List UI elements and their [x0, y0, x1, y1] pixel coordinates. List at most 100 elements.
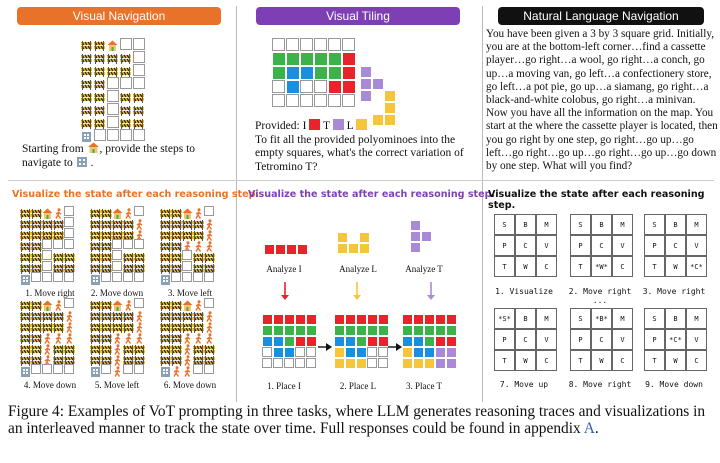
nl-grid-5-cell: C [591, 329, 612, 350]
bamboo-barrier-icon [171, 261, 182, 274]
nav-main-empty-cell [120, 129, 132, 141]
bamboo-barrier-icon [20, 250, 31, 263]
analyze-i-filled-square [286, 244, 297, 255]
place-t-filled-square [446, 325, 457, 336]
bamboo-barrier-icon [112, 228, 123, 241]
tiling-main-empty-square [300, 80, 313, 93]
bamboo-barrier-icon [123, 228, 134, 241]
nl-grid-2-cell: C [612, 256, 633, 277]
bamboo-barrier-icon [171, 298, 182, 311]
bamboo-barrier-icon [101, 320, 112, 333]
bamboo-barrier-icon [64, 261, 75, 274]
nl-grid-4-cell: *S* [494, 308, 515, 329]
nl-grid-6-cell: *C* [665, 329, 686, 350]
place-l-filled-square [345, 347, 356, 358]
bamboo-barrier-icon [90, 261, 101, 274]
place-l-filled-square [345, 336, 356, 347]
place-t-filled-square [446, 336, 457, 347]
place-t-filled-square [402, 347, 413, 358]
visual-tiling-title: Visual Tiling [256, 7, 460, 25]
caption-appendix-link[interactable]: A [583, 420, 595, 438]
bamboo-barrier-icon [31, 261, 42, 274]
place-l-filled-square [345, 325, 356, 336]
bamboo-barrier-icon [171, 239, 182, 252]
nl-grid-4-label: 7. Move up [499, 380, 549, 389]
walking-person-icon [42, 331, 53, 344]
bamboo-barrier-icon [94, 77, 107, 90]
bamboo-barrier-icon [134, 353, 145, 366]
analyze-t-filled-square [410, 231, 421, 242]
place-l-filled-square [356, 336, 367, 347]
walking-person-icon [64, 331, 75, 344]
nav-step-2-empty-cell [123, 272, 133, 282]
analyze-t-filled-square [421, 231, 432, 242]
bamboo-barrier-icon [107, 51, 120, 64]
bamboo-barrier-icon [101, 331, 112, 344]
nav-step-2-empty-cell [134, 206, 144, 216]
nav-step-2-empty-cell [112, 250, 122, 260]
nl-grid-1-cell: S [494, 214, 515, 235]
separator-middle [8, 180, 714, 181]
place-l-filled-square [378, 325, 389, 336]
nav-step-3-empty-cell [182, 261, 192, 271]
bamboo-barrier-icon [53, 261, 64, 274]
tiling-main-filled-square [286, 52, 300, 66]
nav-step-1-empty-cell [42, 239, 52, 249]
nl-grid-6-cell: S [644, 308, 665, 329]
place-i-filled-square [295, 325, 306, 336]
walking-person-icon [204, 320, 215, 333]
bamboo-barrier-icon [107, 64, 120, 77]
bamboo-barrier-icon [120, 103, 133, 116]
bamboo-barrier-icon [160, 261, 171, 274]
walking-person-icon [182, 239, 193, 252]
bamboo-barrier-icon [94, 38, 107, 51]
tiling-piece-filled-square [360, 78, 372, 90]
bamboo-barrier-icon [90, 228, 101, 241]
place-t-filled-square [435, 336, 446, 347]
bamboo-barrier-icon [20, 309, 31, 322]
bamboo-barrier-icon [90, 331, 101, 344]
bamboo-barrier-icon [31, 217, 42, 230]
place-l-filled-square [334, 314, 345, 325]
nav-main-empty-cell [133, 129, 145, 141]
place-t-filled-square [413, 325, 424, 336]
place-l-empty-square [378, 347, 388, 357]
place-i-filled-square [306, 336, 317, 347]
nl-grid-3-cell: M [686, 214, 707, 235]
place-i-filled-square [306, 325, 317, 336]
bamboo-barrier-icon [171, 353, 182, 366]
office-building-icon [160, 272, 171, 285]
bamboo-barrier-icon [94, 90, 107, 103]
tiling-step-heading: Visualize the state after each reasoning… [248, 189, 496, 200]
tiling-main-filled-square [314, 66, 328, 80]
nav-main-empty-cell [107, 129, 119, 141]
nav-step-2-empty-cell [112, 261, 122, 271]
place-i-filled-square [284, 314, 295, 325]
analyze-t-filled-square [410, 242, 421, 253]
bamboo-barrier-icon [94, 51, 107, 64]
house-icon [42, 298, 53, 311]
bamboo-barrier-icon [160, 239, 171, 252]
nl-grid-4-cell: W [515, 350, 536, 371]
nl-grid-1-label: 1. Visualize [495, 287, 553, 296]
nl-grid-3-cell: T [644, 256, 665, 277]
nl-grid-2-cell: M [612, 214, 633, 235]
place-t-filled-square [413, 336, 424, 347]
walking-person-icon [204, 217, 215, 230]
separator-right [482, 6, 483, 402]
bamboo-barrier-icon [101, 206, 112, 219]
place-l-empty-square [378, 358, 388, 368]
nl-grid-3-cell: B [665, 214, 686, 235]
nav-step-5-empty-cell [134, 298, 144, 308]
bamboo-barrier-icon [134, 261, 145, 274]
analyze-i-label: Analyze I [266, 264, 302, 274]
tiling-question: To fit all the provided polyominoes into… [255, 134, 464, 173]
tiling-main-filled-square [300, 66, 314, 80]
place-i-filled-square [262, 314, 273, 325]
nl-step-heading: Visualize the state after each reasoning… [488, 189, 705, 211]
bamboo-barrier-icon [171, 342, 182, 355]
bamboo-barrier-icon [20, 217, 31, 230]
nl-grid-3-cell: V [686, 235, 707, 256]
bamboo-barrier-icon [64, 353, 75, 366]
place-t-label: 3. Place T [405, 381, 443, 391]
